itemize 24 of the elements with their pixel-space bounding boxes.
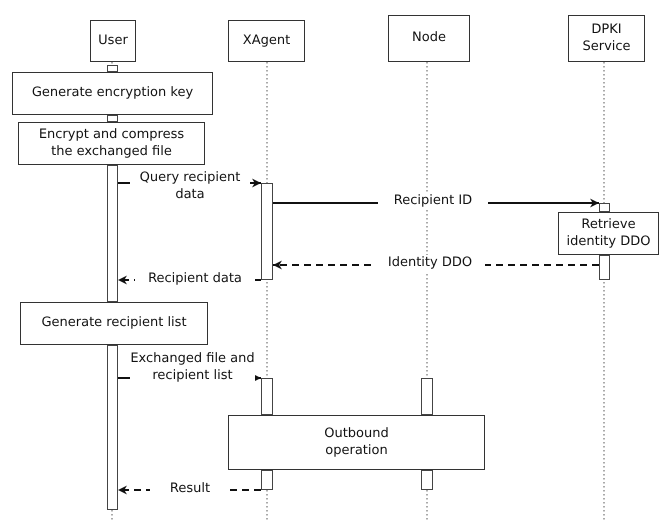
participant-box: Node — [388, 15, 470, 62]
activation-bar — [107, 165, 118, 302]
participant-box: User — [90, 20, 136, 62]
participant-box: XAgent — [228, 20, 305, 62]
process-box: Encrypt and compress the exchanged file — [18, 122, 205, 165]
edge-label: Recipient ID — [378, 193, 488, 210]
edge-label: Recipient data — [135, 271, 255, 288]
process-box: Retrieve identity DDO — [558, 212, 659, 255]
process-box: Generate recipient list — [20, 302, 208, 345]
edge-label: Identity DDO — [375, 255, 485, 272]
activation-bar — [107, 345, 118, 510]
activation-bar — [261, 183, 273, 280]
activation-bar — [107, 115, 118, 122]
activation-bar — [107, 65, 118, 72]
participant-box: DPKI Service — [568, 15, 645, 62]
activation-bar — [599, 255, 610, 280]
activation-bar — [421, 470, 433, 490]
edge-label: Exchanged file and recipient list — [130, 351, 255, 385]
process-box: Generate encryption key — [12, 72, 213, 115]
activation-bar — [261, 470, 273, 490]
process-box: Outbound operation — [228, 415, 485, 470]
activation-bar — [421, 378, 433, 415]
activation-bar — [261, 378, 273, 415]
activation-bar — [599, 203, 610, 212]
